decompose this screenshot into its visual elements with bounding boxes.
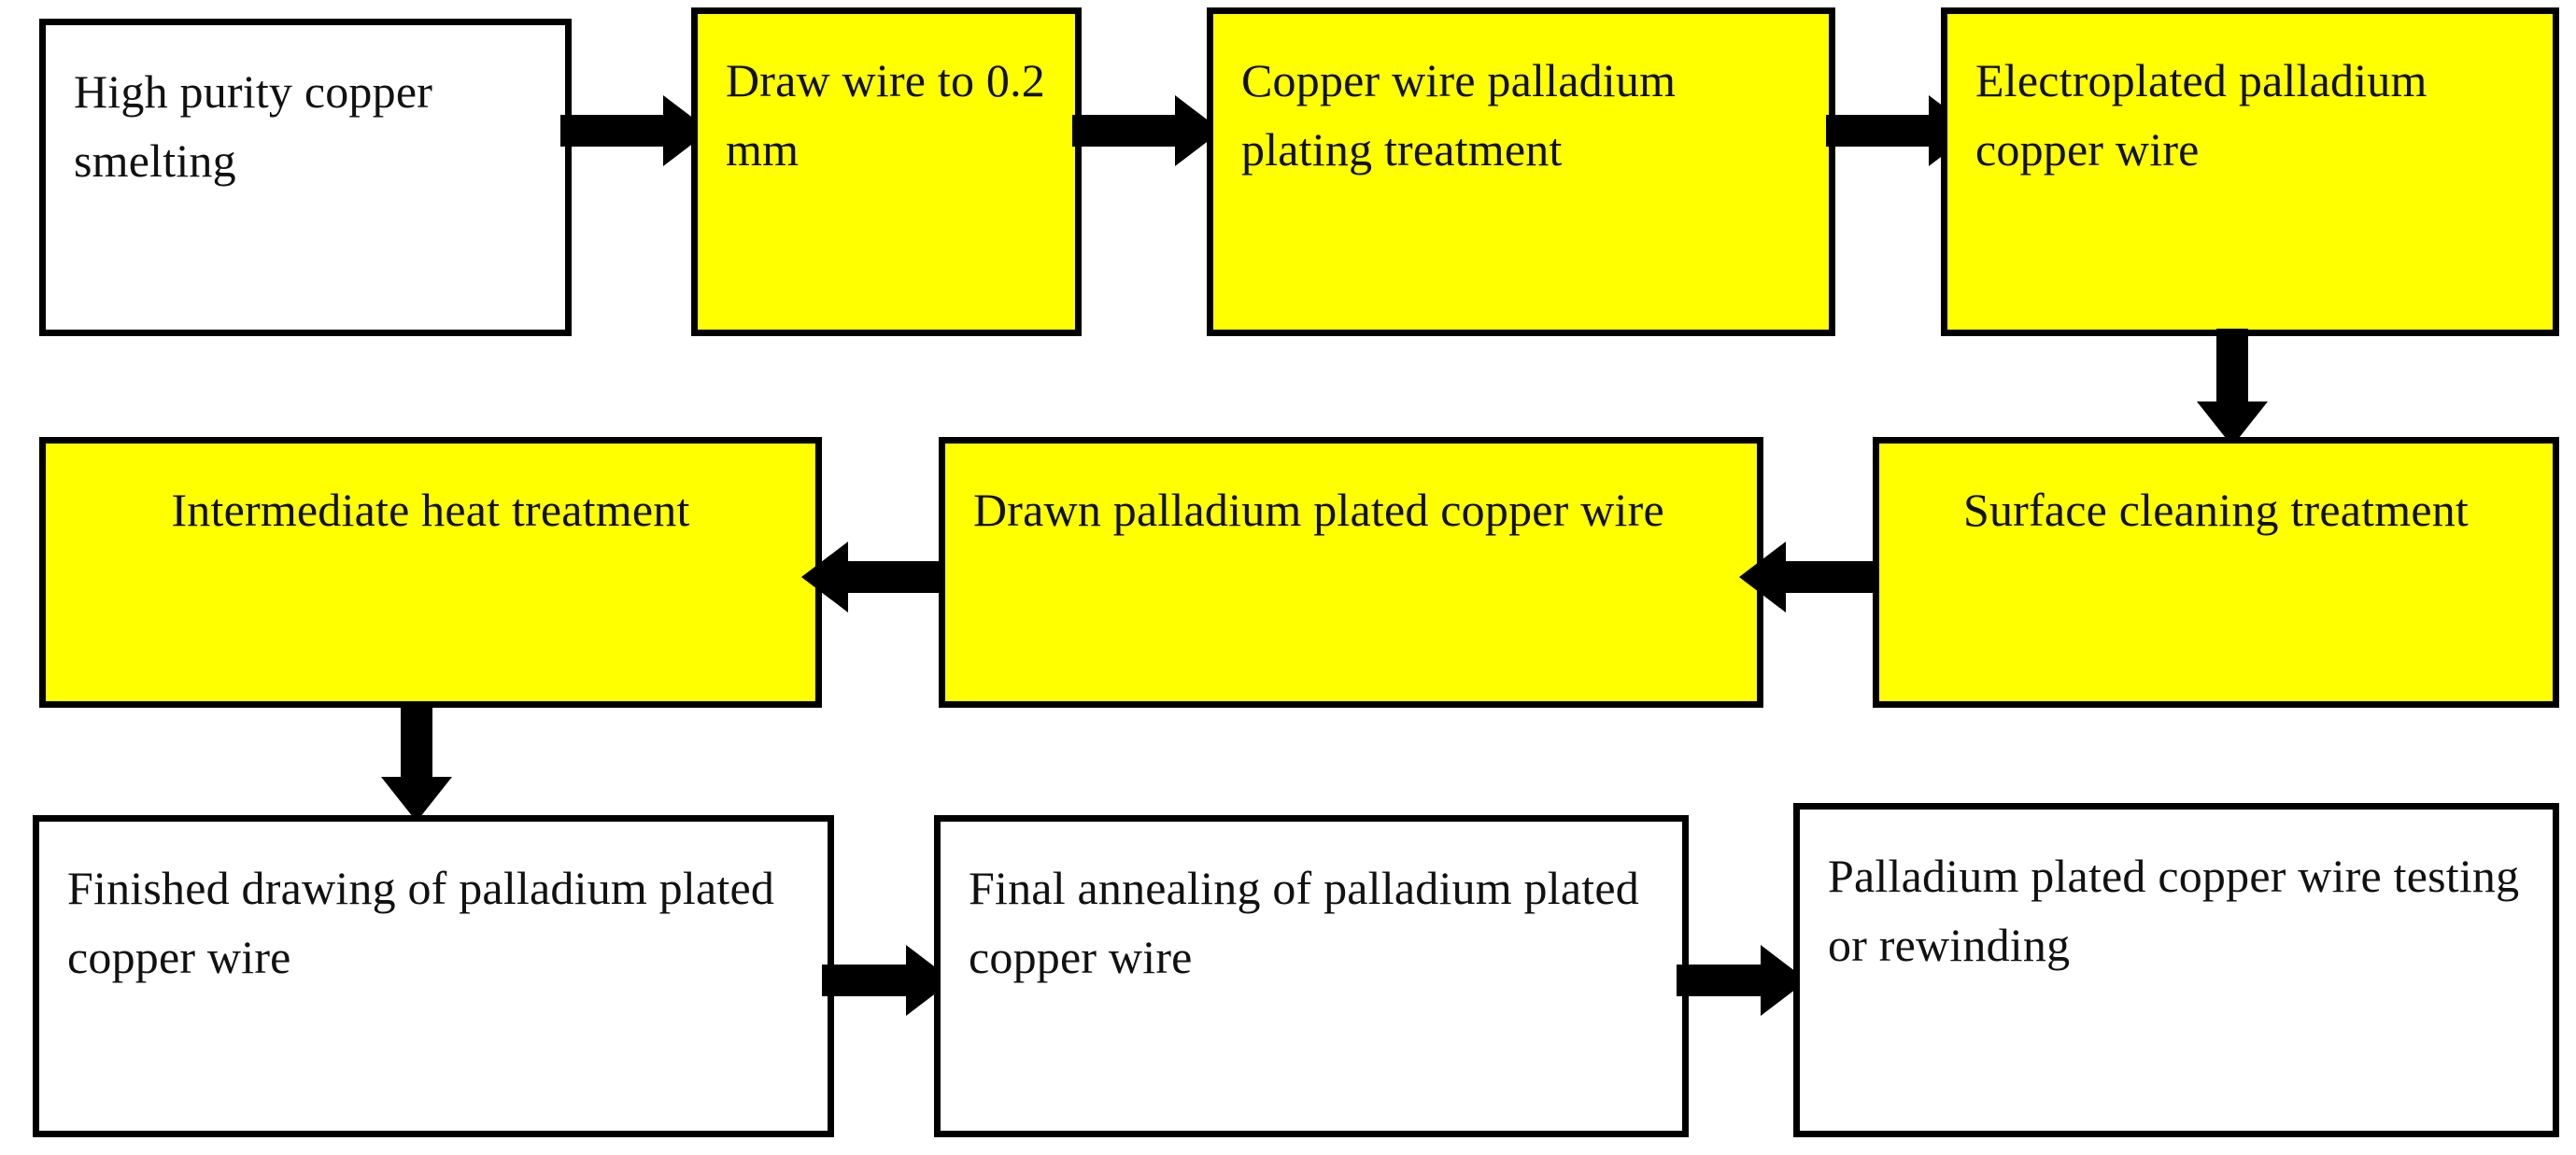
node-label: Surface cleaning treatment xyxy=(1962,484,2470,536)
edge-arrow-n1-n2 xyxy=(560,93,710,168)
arrow-shaft xyxy=(1826,115,1932,147)
edge-arrow-n6-n7 xyxy=(801,540,955,614)
node-label: Electroplated palladium copper wire xyxy=(1975,54,2427,176)
arrow-shaft xyxy=(401,702,432,781)
arrow-shaft xyxy=(1677,965,1764,996)
arrow-head-left-icon xyxy=(1739,542,1786,613)
process-node-copper-wire-palladium-plating-treatment[interactable]: Copper wire palladium plating treatment xyxy=(1207,7,1835,336)
process-node-surface-cleaning-treatment[interactable]: Surface cleaning treatment xyxy=(1873,437,2559,708)
arrow-shaft xyxy=(822,965,910,996)
process-node-high-purity-copper-smelting[interactable]: High purity copper smelting xyxy=(39,19,572,336)
process-node-electroplated-palladium-copper-wire[interactable]: Electroplated palladium copper wire xyxy=(1941,7,2559,336)
arrow-head-left-icon xyxy=(801,542,848,613)
edge-arrow-n9-n10 xyxy=(1677,943,1807,1018)
edge-arrow-n8-n9 xyxy=(822,943,953,1018)
process-node-final-annealing-of-palladium-plated-copper-wire[interactable]: Final annealing of palladium plated copp… xyxy=(934,815,1689,1137)
arrow-head-down-icon xyxy=(381,777,452,822)
edge-arrow-n5-n6 xyxy=(1739,540,1893,614)
arrow-shaft xyxy=(2216,329,2248,405)
node-label: High purity copper smelting xyxy=(74,65,433,187)
node-label: Draw wire to 0.2 mm xyxy=(726,54,1045,176)
node-label: Drawn palladium plated copper wire xyxy=(973,484,1664,536)
process-node-finished-drawing-of-palladium-plated-copper-wire[interactable]: Finished drawing of palladium plated cop… xyxy=(33,815,834,1137)
node-label: Palladium plated copper wire testing or … xyxy=(1828,850,2520,971)
process-node-drawn-palladium-plated-copper-wire[interactable]: Drawn palladium plated copper wire xyxy=(939,437,1763,708)
node-label: Final annealing of palladium plated copp… xyxy=(969,862,1639,983)
node-label: Finished drawing of palladium plated cop… xyxy=(67,862,775,983)
node-label: Copper wire palladium plating treatment xyxy=(1241,54,1677,176)
arrow-shaft xyxy=(844,561,955,593)
node-label: Intermediate heat treatment xyxy=(171,484,690,536)
process-node-intermediate-heat-treatment[interactable]: Intermediate heat treatment xyxy=(39,437,822,708)
process-node-draw-wire-to-0-2-mm[interactable]: Draw wire to 0.2 mm xyxy=(691,7,1082,336)
edge-arrow-n4-n5 xyxy=(2193,329,2272,446)
arrow-shaft xyxy=(1072,115,1179,147)
process-node-palladium-plated-copper-wire-testing-or-rewinding[interactable]: Palladium plated copper wire testing or … xyxy=(1793,803,2559,1137)
arrow-shaft xyxy=(560,115,667,147)
edge-arrow-n7-n8 xyxy=(377,702,456,822)
edge-arrow-n2-n3 xyxy=(1072,93,1222,168)
